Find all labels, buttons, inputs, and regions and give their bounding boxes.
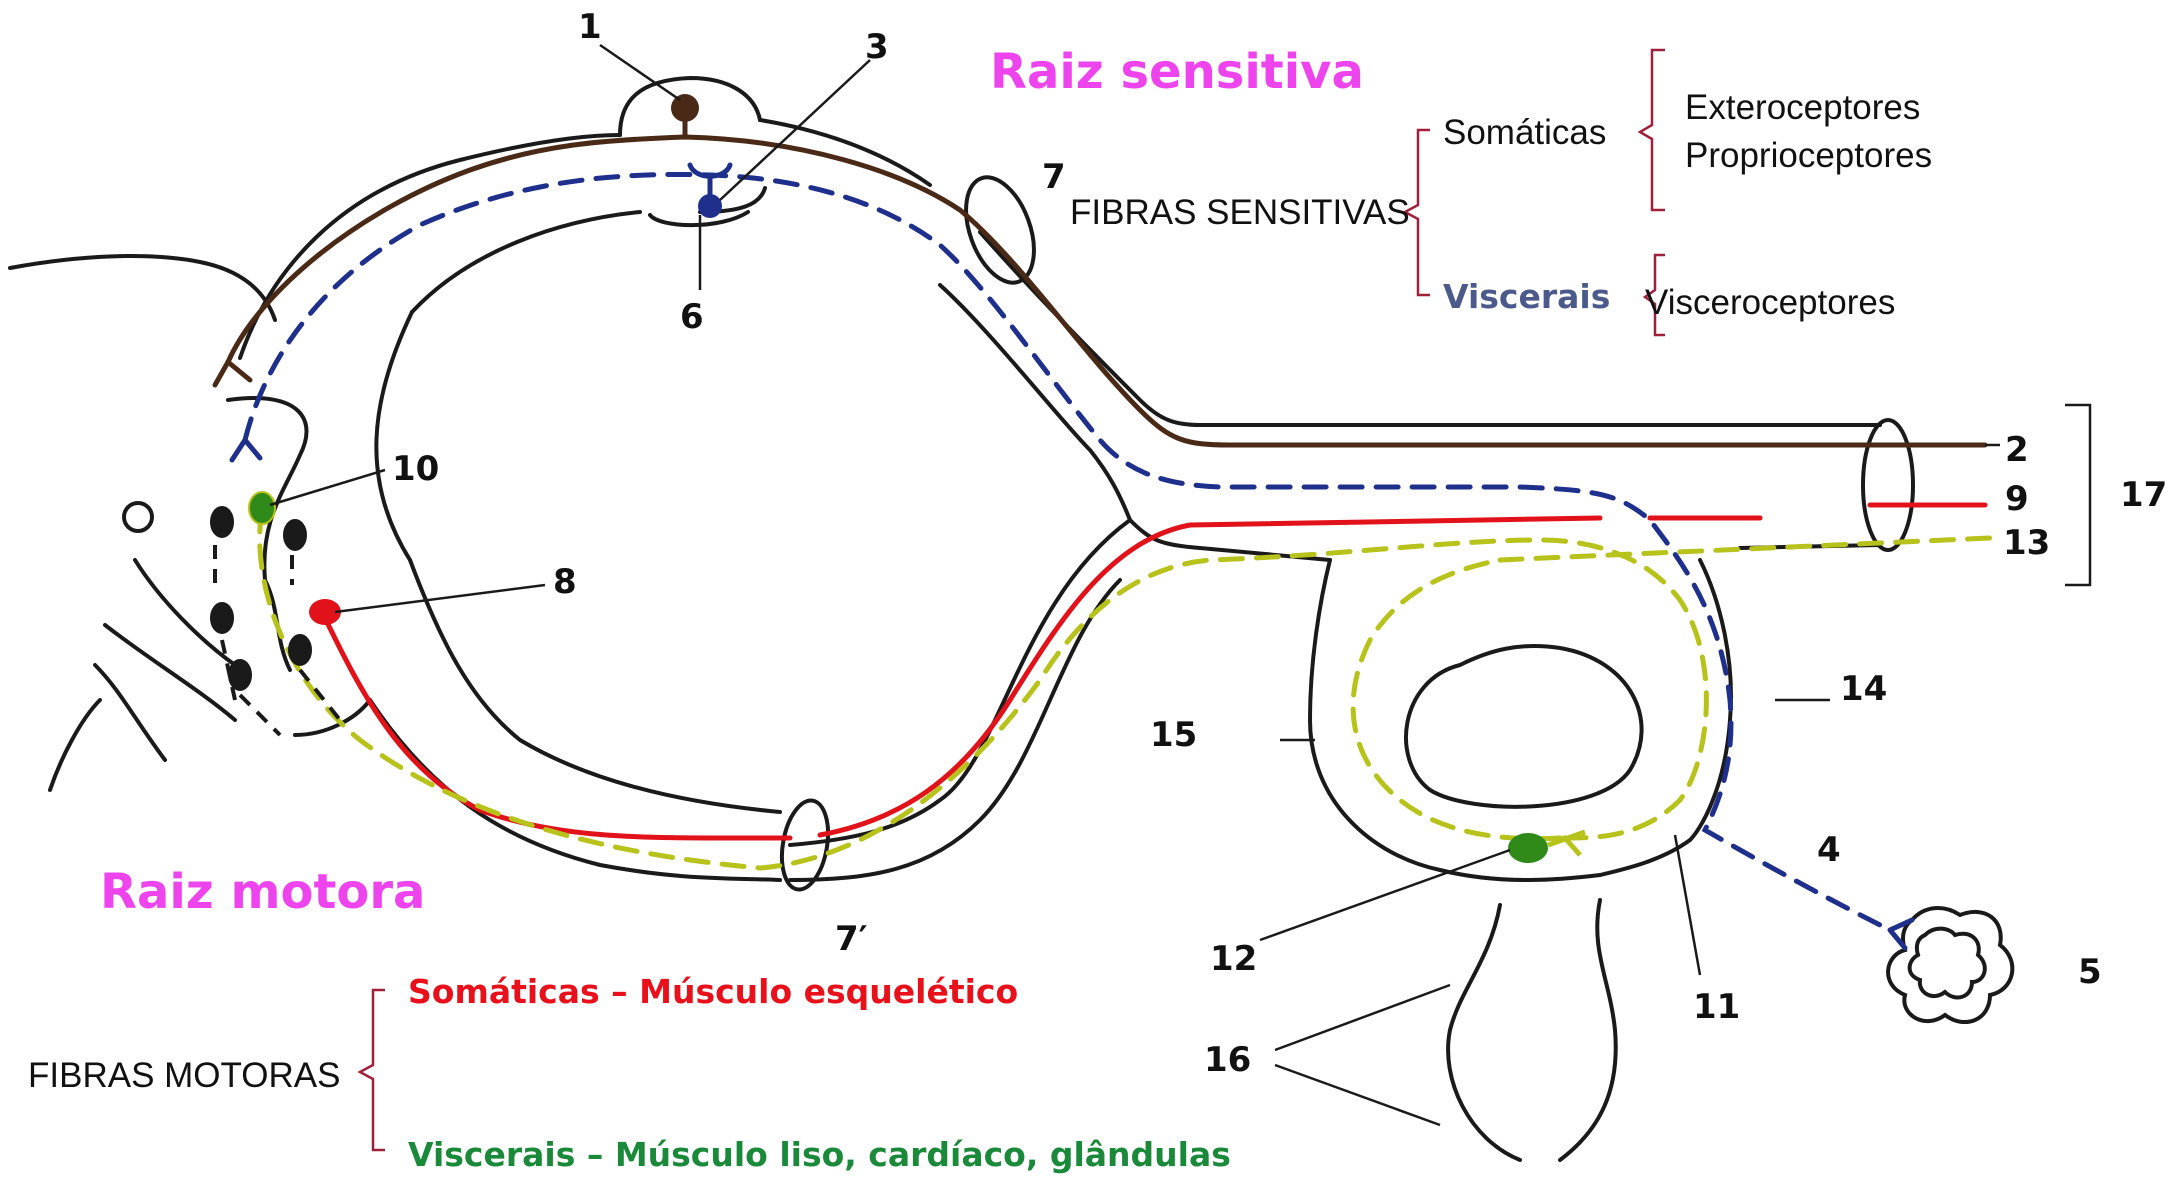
- visceral-neuron-12-dendrites: [1548, 832, 1585, 855]
- sensory-fibers-heading: FIBRAS SENSITIVAS: [1070, 195, 1410, 230]
- label-4: 4: [1817, 833, 1841, 867]
- visceral-neuron-12: [1508, 833, 1548, 863]
- label-7: 7: [1042, 160, 1066, 194]
- label-5: 5: [2078, 955, 2102, 989]
- label-8: 8: [553, 565, 577, 599]
- label-1: 1: [578, 10, 602, 44]
- label-17: 17: [2120, 478, 2167, 512]
- label-13: 13: [2003, 526, 2050, 560]
- sensory-visceral-label: Viscerais: [1443, 280, 1610, 313]
- motor-fibers-heading: FIBRAS MOTORAS: [28, 1058, 340, 1093]
- label-14: 14: [1840, 672, 1887, 706]
- label-12: 12: [1210, 942, 1257, 976]
- label-3: 3: [865, 30, 889, 64]
- sensory-somatic-label: Somáticas: [1443, 115, 1606, 150]
- motor-root-title: Raiz motora: [100, 868, 425, 916]
- sensory-neuron-3: [698, 194, 722, 218]
- label-16: 16: [1204, 1043, 1251, 1077]
- label-10: 10: [392, 452, 439, 486]
- label-11: 11: [1693, 990, 1740, 1024]
- visceral-neuron-10: [249, 492, 275, 524]
- sensory-root-title: Raiz sensitiva: [990, 48, 1364, 96]
- label-2: 2: [2005, 433, 2029, 467]
- somatic-motor-fiber: [325, 505, 1985, 838]
- label-9: 9: [2005, 482, 2029, 516]
- label-7-prime: 7′: [835, 922, 868, 956]
- motor-somatic-label: Somáticas – Músculo esquelético: [408, 975, 1018, 1008]
- label-6: 6: [680, 300, 704, 334]
- exteroceptores-label: Exteroceptores: [1685, 90, 1920, 125]
- proprioceptores-label: Proprioceptores: [1685, 138, 1932, 173]
- label-15: 15: [1150, 718, 1197, 752]
- visceroceptores-label: Visceroceptores: [1645, 285, 1895, 320]
- motor-visceral-label: Viscerais – Músculo liso, cardíaco, glân…: [408, 1138, 1231, 1171]
